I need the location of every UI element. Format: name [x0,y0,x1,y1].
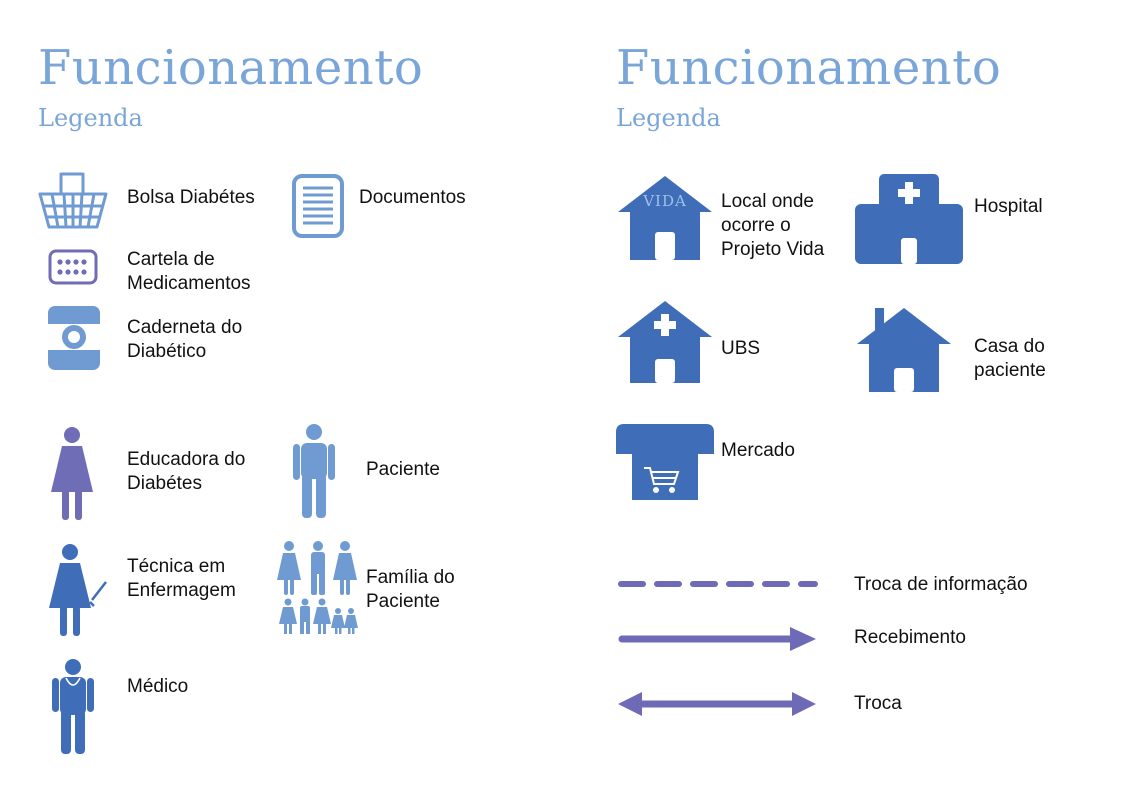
right-title: Funcionamento [616,40,1002,96]
hospital-icon [855,174,963,264]
left-subtitle: Legenda [38,104,143,132]
nurse-icon [49,544,107,636]
troca-label: Troca [854,693,902,714]
patient-house-icon [857,308,951,392]
doctor-icon [52,659,94,754]
tecnica-label: Técnica em Enfermagem [127,556,236,601]
medico-label: Médico [127,676,189,697]
basket-icon [38,172,108,229]
familia-label: Família do Paciente [366,567,455,612]
paciente-label: Paciente [366,459,440,480]
troca-info-label: Troca de informação [854,574,1028,595]
vida-sign: VIDA [642,192,687,210]
mercado-label: Mercado [721,440,795,461]
cartela-label: Cartela de Medicamentos [127,249,251,294]
booklet-icon [48,306,100,370]
local-label: Local onde ocorre o Projeto Vida [721,191,825,260]
ubs-label: UBS [721,338,761,359]
recebimento-label: Recebimento [854,627,966,648]
caderneta-label: Caderneta do Diabético [127,317,243,362]
left-title: Funcionamento [38,40,424,96]
right-subtitle: Legenda [616,104,721,132]
dashed-line-icon [618,581,818,587]
pill-card-icon [48,249,98,285]
projeto-vida-house-icon: VIDA [618,176,712,260]
casa-label: Casa do paciente [974,336,1046,381]
documentos-label: Documentos [359,187,466,208]
patient-icon [293,424,335,518]
arrow-right-icon [618,627,816,651]
market-icon [616,424,714,500]
hospital-label: Hospital [974,196,1043,217]
bolsa-label: Bolsa Diabétes [127,187,255,208]
woman-icon [51,427,93,520]
educadora-label: Educadora do Diabétes [127,449,246,494]
arrow-both-icon [618,692,816,716]
family-icon [277,541,358,634]
ubs-house-icon [618,301,712,383]
document-icon [292,174,344,238]
